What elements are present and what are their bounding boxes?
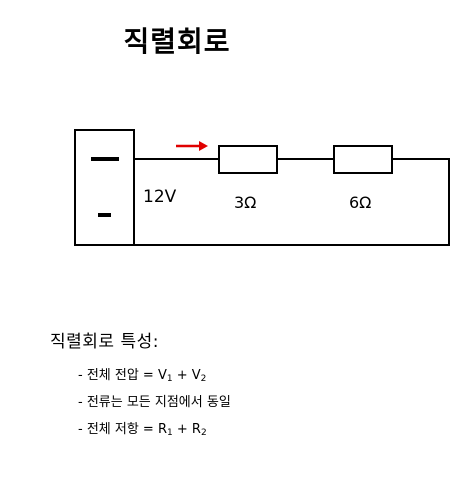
properties-heading: 직렬회로 특성: — [50, 332, 159, 352]
battery-box — [74, 129, 135, 246]
properties-list: - 전체 전압 = V1 + V2 - 전류는 모든 지점에서 동일 - 전체 … — [78, 366, 231, 447]
property-current-same: - 전류는 모든 지점에서 동일 — [78, 395, 231, 410]
page-title: 직렬회로 — [123, 25, 231, 58]
property-total-voltage: - 전체 전압 = V1 + V2 — [78, 368, 207, 384]
current-arrow-icon — [176, 141, 208, 151]
property-total-resistance: - 전체 저항 = R1 + R2 — [78, 422, 207, 438]
resistor-label-3-ohm: 3Ω — [234, 193, 256, 212]
resistor-label-6-ohm: 6Ω — [349, 193, 371, 212]
resistor-3-ohm — [218, 145, 278, 174]
voltage-label: 12V — [143, 187, 177, 207]
resistor-6-ohm — [333, 145, 393, 174]
series-circuit-diagram: 12V 3Ω 6Ω — [74, 129, 450, 246]
